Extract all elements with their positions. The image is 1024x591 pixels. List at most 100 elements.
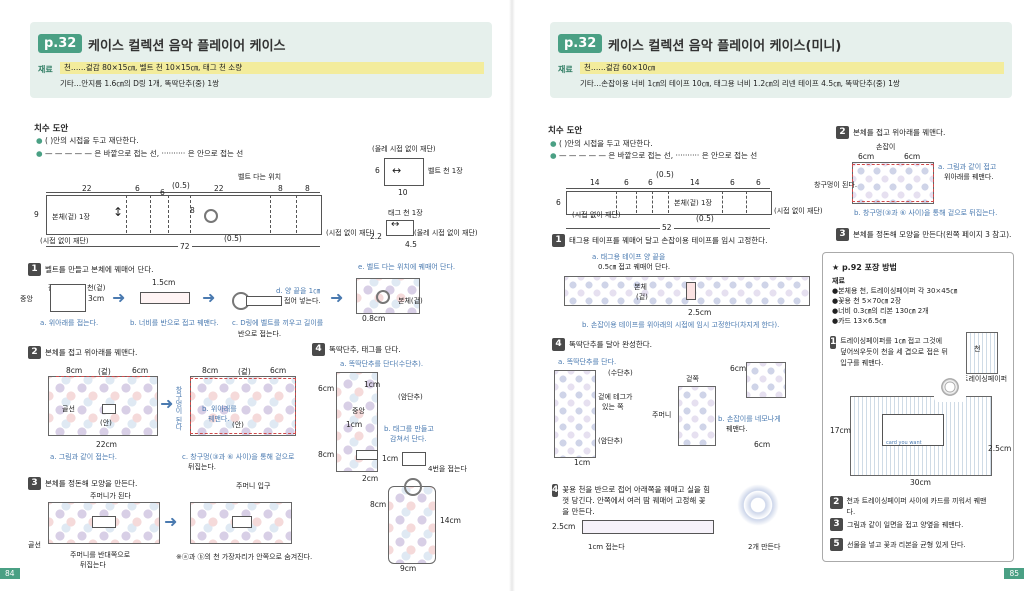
s1-label: 본체 [634, 283, 647, 291]
belt-piece-label: 벨트 천 1장 [428, 167, 463, 175]
dim-label: 6 [556, 198, 561, 207]
d-ring-icon [204, 209, 218, 223]
tag-fold-illustration [402, 452, 426, 466]
step-text: 태그용 테이프를 꿰매어 달고 손잡이용 테이프를 임시 고정한다. [569, 236, 768, 245]
legend-line-1: ● ( )안의 시접을 두고 재단한다. [550, 139, 653, 148]
body-label: 본체(겉) 1장 [674, 199, 712, 207]
s2-label: 꿰맨다. [208, 415, 230, 423]
s2-label: c. 창구멍(③과 ⑥ 사이)을 통해 겉으로 [182, 453, 295, 461]
step-arrow-icon: ➜ [164, 512, 178, 531]
dim-label: 8 [305, 184, 310, 193]
dim-label: 14 [590, 178, 600, 187]
s1-label: a. 위아래를 접는다. [40, 319, 99, 327]
s1-label: a. 태그용 테이프 양 끝을 [592, 253, 666, 261]
tag-piece-label: 태그 천 1장 [388, 209, 423, 217]
s4-label: 4번을 접는다 [428, 465, 467, 473]
s4-label: 꿰맨다. [726, 425, 748, 433]
s4-label: (암단추) [598, 437, 623, 445]
wrapping-item: ●꽃용 천 5×70㎝ 2장 [832, 297, 902, 305]
snap-placeholder [102, 404, 116, 414]
pattern-body-rect [46, 195, 322, 235]
fold-line [126, 195, 127, 233]
page-title: 케이스 컬렉션 음악 플레이어 케이스(미니) [608, 39, 842, 54]
finished-case-illustration [388, 486, 436, 564]
dim-label: 2.5cm [552, 522, 576, 531]
stitch-outline [852, 164, 934, 202]
step-number: 1 [552, 234, 565, 247]
wrapping-item: ●너비 0.3㎝의 리본 130㎝ 2개 [832, 307, 929, 315]
dim-label: 2.2 [370, 232, 382, 241]
s4-label: 겉에 테그가 [598, 393, 633, 401]
dim-label: 6cm [132, 366, 149, 375]
dim-label: (겉) [98, 367, 111, 376]
materials-key: 재료 [558, 65, 573, 74]
tag-tape-illustration [686, 282, 696, 300]
dim-label: 1.5cm [152, 278, 176, 287]
flower-label: 1cm 접는다 [588, 543, 625, 551]
step-number: 4 [552, 484, 559, 497]
step-arrow-icon: ➜ [202, 288, 216, 307]
dim-label: 6cm [904, 152, 921, 161]
dim-label: 6cm [858, 152, 875, 161]
s2-label: 손잡이 [876, 143, 896, 151]
step-text: 그림과 같이 일면을 접고 양옆을 꿰맨다. [847, 520, 964, 529]
case-open-illustration [554, 370, 596, 458]
materials-line-2: 기타…안지름 1.6㎝의 D링 1개, 똑딱단추(중) 1쌍 [60, 79, 220, 88]
step-text: 본체를 정돈해 모양을 만든다(왼쪽 페이지 3 참고). [853, 230, 1012, 239]
dimension-line [46, 192, 320, 193]
belt-piece-rect [384, 158, 424, 186]
s4-label: 겉쪽 [686, 375, 699, 383]
s3-label: 주머니를 반대쪽으로 [70, 551, 131, 559]
step-number: 5 [830, 538, 843, 551]
dim-label: 6cm [318, 384, 335, 393]
dim-label: 6cm [754, 440, 771, 449]
s2-label: b. 창구멍(③과 ⑥ 사이)을 통해 겉으로 뒤집는다. [854, 209, 998, 217]
s2-label: (안) [100, 419, 112, 427]
dim-label: 6 [756, 178, 761, 187]
wrapping-title: ★ p.92 포장 방법 [832, 263, 897, 272]
no-seam-label: (시접 없이 재단) [572, 211, 621, 219]
dim-label: 0.8cm [362, 314, 386, 323]
fabric-swatch-illustration [966, 332, 998, 374]
shaped-body-illustration [48, 502, 160, 544]
s4-label: 중앙 [352, 407, 365, 415]
page-number: 84 [0, 568, 20, 579]
step-number: 2 [830, 496, 843, 509]
step-text: 똑딱단추를 달아 완성한다. [569, 340, 653, 349]
dim-label: 8cm [318, 450, 335, 459]
dim-label: 8cm [202, 366, 219, 375]
s4-label: a. 똑딱단추를 단다(수단추). [340, 360, 424, 368]
body-fabric-illustration [564, 276, 810, 306]
page-gutter [509, 0, 515, 591]
card-text: card you want [886, 440, 922, 446]
fold-line [150, 195, 151, 233]
materials-line-1: 천……겉감 60×10㎝ [580, 62, 1004, 74]
step-text: 본체를 정돈해 모양을 만든다. [45, 479, 138, 488]
section-title: 치수 도안 [548, 126, 583, 136]
dimension-line [566, 188, 770, 189]
dim-label: 8cm [66, 366, 83, 375]
legend-text: — — — — — 은 바깥으로 접는 선, ·········· 은 안으로 … [44, 149, 244, 158]
legend-text: ( )안의 시접을 두고 재단한다. [558, 139, 653, 148]
step-text: 천과 트레이싱페이퍼 사이에 카드를 끼워서 꿰맨다. [846, 497, 987, 516]
s4-label: 감쳐서 단다. [390, 435, 427, 443]
legend-text: — — — — — 은 바깥으로 접는 선, ·········· 은 안으로 … [558, 151, 758, 160]
right-header: p.32 케이스 컬렉션 음악 플레이어 케이스(미니) 재료 천……겉감 60… [550, 22, 1012, 98]
no-seam-label: (시접 없이 재단) [326, 229, 375, 237]
s2-label: b. 위아래를 [202, 405, 237, 413]
d-ring-icon [404, 478, 422, 496]
s4-label: a. 똑딱단추를 단다. [558, 358, 617, 366]
step-text: 본체를 접고 위아래를 꿰맨다. [853, 128, 946, 137]
s2-label: 창구멍이 된다 [175, 386, 183, 431]
s1-label: 중앙 [20, 295, 33, 303]
s3-label: 뒤집는다 [80, 561, 106, 569]
fold-line [296, 195, 297, 233]
section-title: 치수 도안 [34, 124, 69, 134]
step-text: 벨트를 만들고 본체에 꿰매어 단다. [45, 265, 154, 274]
s2-label: (안) [232, 421, 244, 429]
